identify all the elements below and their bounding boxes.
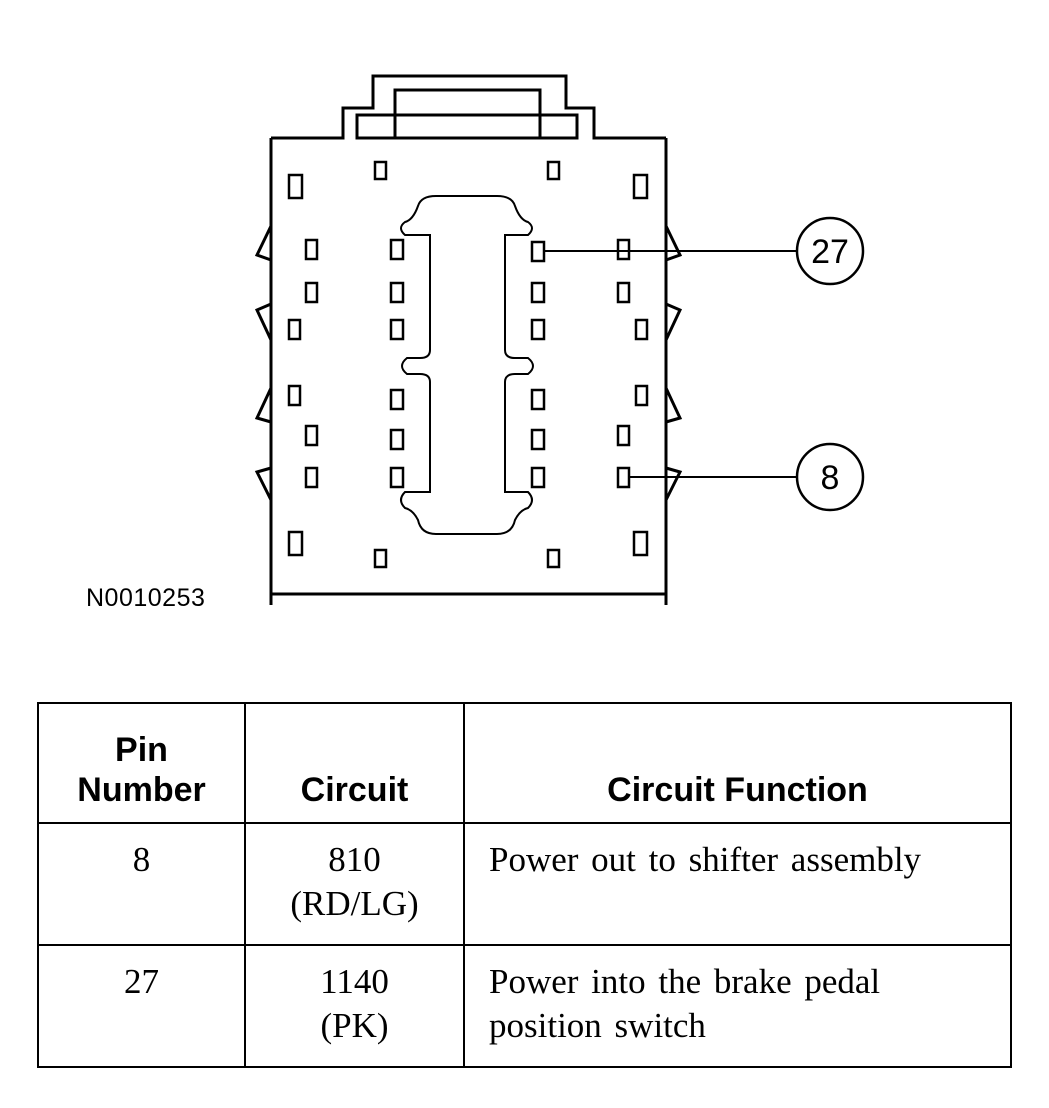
pin-cavity (304, 424, 319, 447)
pin-cavity (287, 530, 304, 557)
wire-color: (RD/LG) (290, 884, 419, 923)
pin-cavity (287, 384, 302, 407)
pin-cavity (389, 281, 405, 304)
circuit-function-line1: Power into the brake pedal (489, 962, 881, 1001)
pin-cavity (530, 318, 546, 341)
circuit-cell: 1140 (PK) (244, 944, 465, 1068)
callout-circle-8 (795, 442, 865, 512)
pin-cavity (546, 548, 561, 569)
pin-number-cell: 8 (37, 822, 246, 946)
table-header-row: Pin Number Circuit Circuit Function (37, 702, 1012, 824)
callout-label-27: 27 (811, 233, 849, 271)
connector-key-outline (400, 195, 534, 535)
connector-diagram: 27 8 (254, 74, 865, 605)
table-row: 8 810 (RD/LG) Power out to shifter assem… (37, 822, 1012, 946)
header-pin-number-line2: Number (77, 771, 206, 809)
pin-cavity (616, 424, 631, 447)
figure-id: N0010253 (86, 584, 206, 612)
pin-cavity (304, 281, 319, 304)
header-pin-number-line1: Pin (115, 731, 168, 769)
circuit-function-cell: Power out to shifter assembly (463, 822, 1012, 946)
pin-cavity (546, 160, 561, 181)
pin-cavity (634, 318, 649, 341)
pin-cavity (389, 466, 405, 489)
circuit-number: 810 (328, 840, 381, 879)
circuit-cell: 810 (RD/LG) (244, 822, 465, 946)
wire-color: (PK) (320, 1006, 389, 1045)
pin-cavity (304, 466, 319, 489)
pin-cavity (616, 281, 631, 304)
circuit-number: 1140 (320, 962, 389, 1001)
pin-cavity (373, 160, 388, 181)
pin-cavity (530, 466, 546, 489)
header-circuit-function: Circuit Function (463, 702, 1012, 824)
pin-cavities (287, 160, 649, 569)
pin-cavity (287, 173, 304, 200)
pin-cavity (389, 238, 405, 261)
pin-cavity (616, 238, 631, 261)
circuit-function-cell: Power into the brake pedal position swit… (463, 944, 1012, 1068)
pin-cavity (632, 173, 649, 200)
pin-cavity (389, 388, 405, 411)
pin-table: Pin Number Circuit Circuit Function 8 81… (37, 702, 1012, 1068)
connector-body (254, 138, 683, 605)
connector-latch (271, 74, 666, 140)
circuit-function-line1: Power out to shifter assembly (489, 840, 922, 879)
pin-cavity (389, 428, 405, 451)
callout-label-8: 8 (821, 459, 840, 497)
table-row: 27 1140 (PK) Power into the brake pedal … (37, 944, 1012, 1068)
pin-cavity (304, 238, 319, 261)
pin-cavity (530, 281, 546, 304)
pin-cavity (373, 548, 388, 569)
pin-number-cell: 27 (37, 944, 246, 1068)
pin-cavity (530, 428, 546, 451)
pin-cavity (632, 530, 649, 557)
pin-cavity (530, 388, 546, 411)
pin-cavity (634, 384, 649, 407)
header-pin-number: Pin Number (37, 702, 246, 824)
header-circuit: Circuit (244, 702, 465, 824)
pin-cavity (287, 318, 302, 341)
pin-cavity (616, 466, 631, 489)
pin-cavity (389, 318, 405, 341)
circuit-function-line2: position switch (489, 1006, 706, 1045)
callout-circle-27 (795, 216, 865, 286)
pin-cavity (530, 240, 546, 263)
